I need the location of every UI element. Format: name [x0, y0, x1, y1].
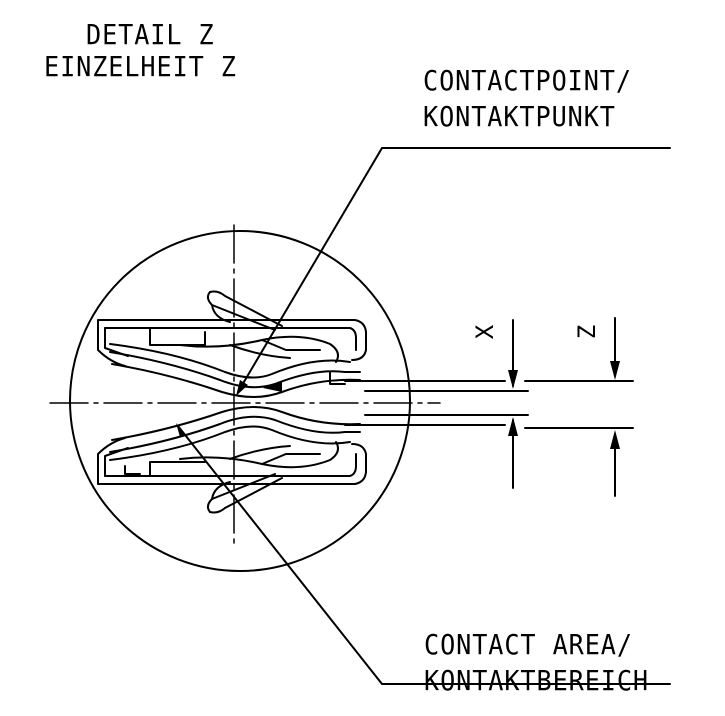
lower-housing	[97, 437, 367, 514]
upper-housing	[97, 290, 367, 367]
contact-area-arrow	[176, 423, 186, 437]
contact-point-label-en: CONTACTPOINT/	[423, 64, 632, 97]
dim-z-upper-arrow	[610, 361, 620, 380]
contact-area-label-en: CONTACT AREA/	[424, 628, 633, 661]
dimension-x	[499, 319, 529, 489]
lower-spring-contact	[109, 406, 361, 475]
contact-area-label-de: KONTAKTBEREICH	[424, 664, 650, 697]
detail-title-en: DETAIL Z	[86, 18, 215, 51]
detail-circle	[69, 230, 411, 572]
contact-point-leader	[237, 147, 671, 393]
contact-area-leader	[177, 425, 671, 685]
contact-point-arrow	[236, 380, 248, 396]
dim-z-lower-arrow	[610, 430, 620, 449]
contact-point-mark	[263, 381, 282, 392]
upper-spring-contact	[109, 335, 361, 398]
detail-title-de: EINZELHEIT Z	[44, 50, 237, 83]
dim-x-upper-arrow	[508, 370, 518, 389]
dimension-x-label: X	[471, 324, 500, 340]
dim-x-lower-arrow	[508, 417, 518, 436]
contact-point-label-de: KONTAKTPUNKT	[423, 100, 616, 133]
dimension-z	[524, 317, 634, 497]
dimension-z-label: Z	[573, 324, 602, 340]
mating-pin	[344, 380, 506, 426]
